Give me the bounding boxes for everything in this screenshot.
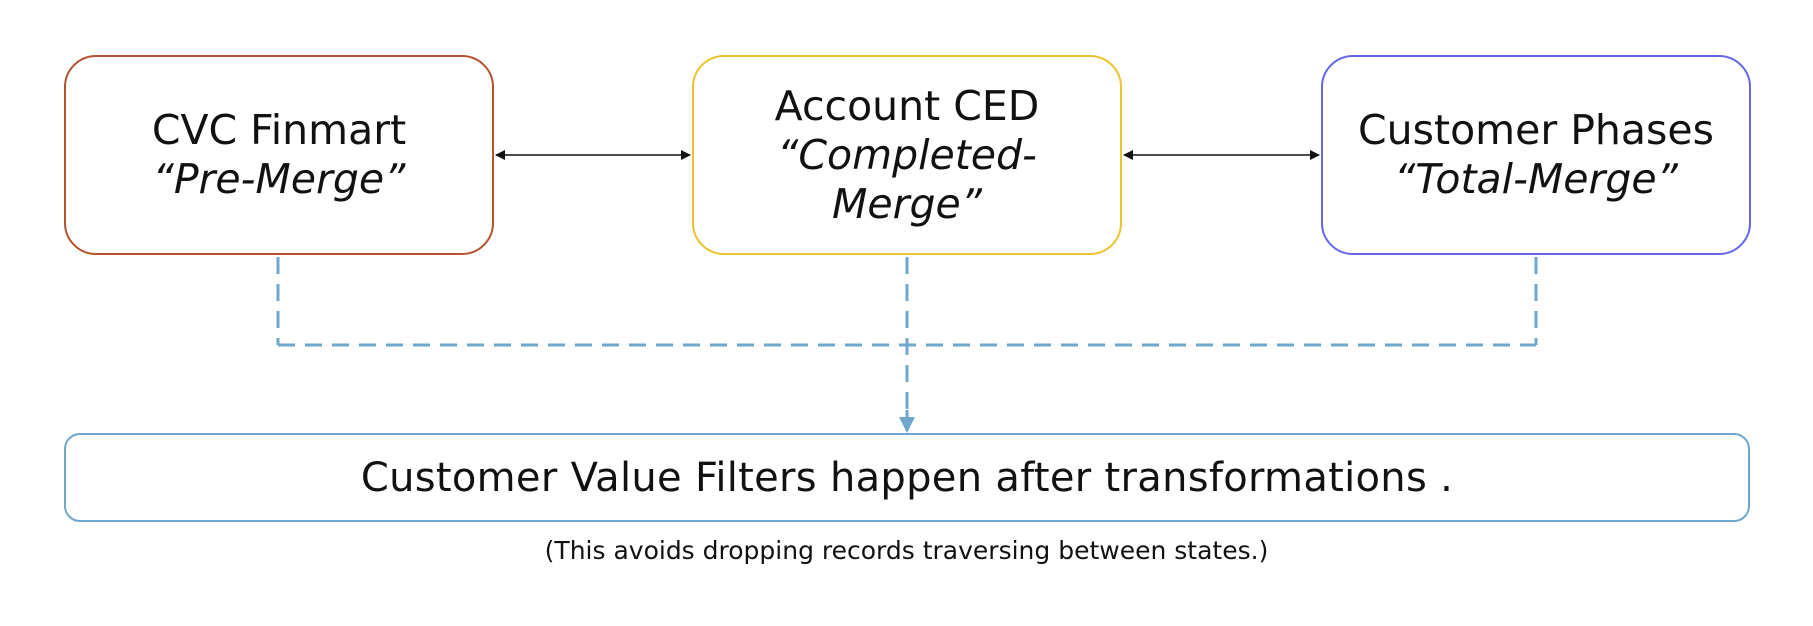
box-customer-phases: Customer Phases “Total-Merge” — [1321, 55, 1751, 255]
box-title: CVC Finmart — [151, 106, 407, 154]
box-subtitle: “Pre-Merge” — [152, 155, 406, 203]
box-cvc-finmart: CVC Finmart “Pre-Merge” — [64, 55, 494, 255]
footnote: (This avoids dropping records traversing… — [544, 536, 1269, 565]
box-account-ced: Account CED “Completed-Merge” — [692, 55, 1122, 255]
box-title: Customer Phases — [1358, 106, 1714, 154]
filter-text: Customer Value Filters happen after tran… — [360, 454, 1454, 501]
box-title: Account CED — [774, 81, 1040, 130]
box-subtitle: “Completed-Merge” — [777, 130, 1037, 228]
filter-box: Customer Value Filters happen after tran… — [64, 433, 1750, 522]
box-subtitle: “Total-Merge” — [1394, 155, 1678, 203]
